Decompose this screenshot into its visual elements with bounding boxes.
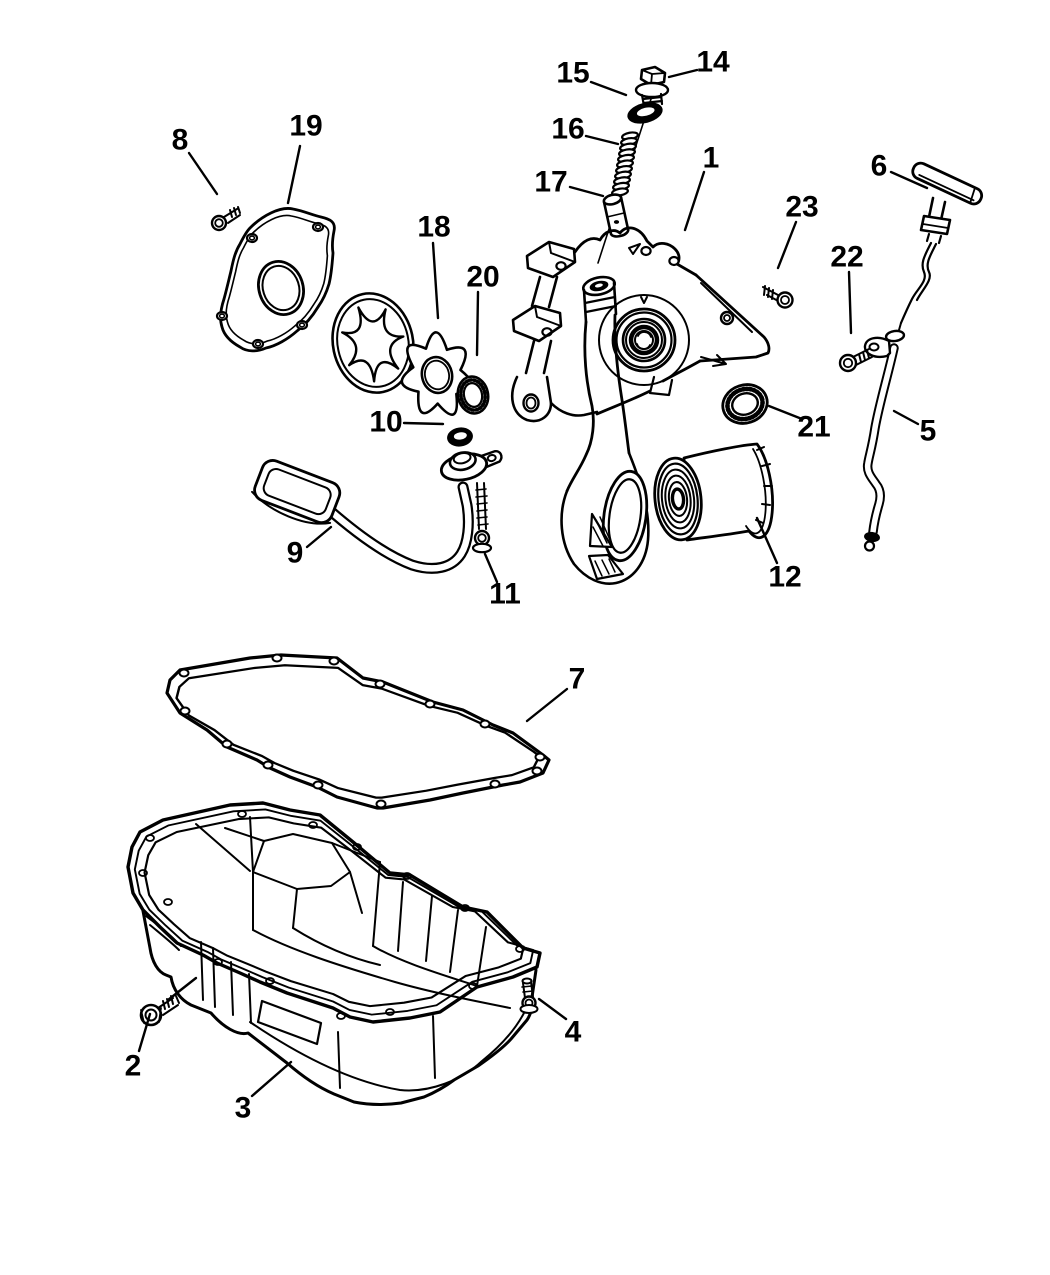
callout-label-8: 8 xyxy=(172,124,189,157)
pickup-flange xyxy=(439,450,503,482)
pump-cover-plate xyxy=(215,207,336,353)
relief-valve-plug xyxy=(634,65,670,108)
callout-label-10: 10 xyxy=(369,406,402,439)
callout-leader-14 xyxy=(667,68,699,79)
callout-leader-17 xyxy=(568,185,605,198)
gasket-bolt-holes xyxy=(178,653,546,809)
callout-label-9: 9 xyxy=(287,537,304,570)
callout-label-21: 21 xyxy=(797,411,830,444)
oil-filter xyxy=(653,442,774,542)
callout-label-22: 22 xyxy=(830,241,863,274)
callout-leader-2 xyxy=(137,1012,152,1053)
pump-inner-rotor xyxy=(393,327,477,423)
relief-valve-plunger xyxy=(602,193,630,238)
callout-label-5: 5 xyxy=(920,415,937,448)
callout-leader-9 xyxy=(305,525,333,549)
callout-leader-22 xyxy=(847,270,853,335)
callout-label-7: 7 xyxy=(569,663,586,696)
callout-leader-20 xyxy=(475,290,480,357)
oil-pan-gasket xyxy=(165,653,551,810)
callout-label-14: 14 xyxy=(696,46,730,79)
callout-leader-5 xyxy=(892,409,920,426)
seal-ring-20 xyxy=(456,375,490,415)
callout-leader-10 xyxy=(402,421,445,426)
callout-leader-3 xyxy=(250,1060,293,1098)
callout-leader-15 xyxy=(589,80,628,97)
callout-label-2: 2 xyxy=(125,1050,142,1083)
callout-leader-18 xyxy=(431,241,440,320)
callout-leader-2 xyxy=(166,976,198,1002)
oil-pump-body xyxy=(510,226,771,585)
callout-label-6: 6 xyxy=(871,150,888,183)
o-ring-10 xyxy=(447,427,473,447)
callout-label-20: 20 xyxy=(466,261,499,294)
callout-label-4: 4 xyxy=(565,1016,582,1049)
drain-bolt-2 xyxy=(139,995,180,1027)
callout-leader-11 xyxy=(483,552,499,584)
callout-label-11: 11 xyxy=(489,578,521,611)
callout-leader-19 xyxy=(286,144,302,205)
shaft-seal-21 xyxy=(721,383,769,425)
callout-label-17: 17 xyxy=(534,166,567,199)
callout-label-16: 16 xyxy=(551,113,584,146)
callout-leader-4 xyxy=(537,997,568,1021)
pump-bolt-23 xyxy=(762,285,794,309)
callout-leader-12 xyxy=(755,516,779,565)
pan-bolt-4 xyxy=(519,977,539,1014)
callout-leader-1 xyxy=(683,170,706,232)
dipstick xyxy=(896,161,984,338)
plate-bolt-holes xyxy=(215,221,325,350)
relief-valve-spring xyxy=(611,131,639,197)
callout-label-3: 3 xyxy=(235,1092,252,1125)
callout-leader-21 xyxy=(767,404,804,421)
callout-leader-23 xyxy=(776,220,798,270)
callout-label-23: 23 xyxy=(785,191,818,224)
oil-pan xyxy=(126,801,542,1106)
cover-bolt-8 xyxy=(210,206,241,232)
callout-leader-8 xyxy=(187,151,219,196)
pickup-bolt-11 xyxy=(471,482,493,554)
callout-label-12: 12 xyxy=(768,561,801,594)
callout-label-19: 19 xyxy=(289,110,322,143)
relief-valve-washer xyxy=(627,102,663,124)
callout-label-18: 18 xyxy=(417,211,450,244)
pan-interior-ribs xyxy=(145,816,511,1024)
callout-leader-7 xyxy=(525,687,569,723)
oil-pickup-tube xyxy=(251,450,503,574)
tube-bracket-bolt-22 xyxy=(838,348,873,373)
dipstick-tube xyxy=(862,329,906,552)
callout-leader-6 xyxy=(889,170,929,190)
callout-leader-16 xyxy=(584,134,620,146)
callout-label-15: 15 xyxy=(556,57,589,90)
pickup-strainer xyxy=(251,459,342,525)
callout-label-1: 1 xyxy=(703,142,720,175)
pump-outer-rotor xyxy=(323,286,422,400)
